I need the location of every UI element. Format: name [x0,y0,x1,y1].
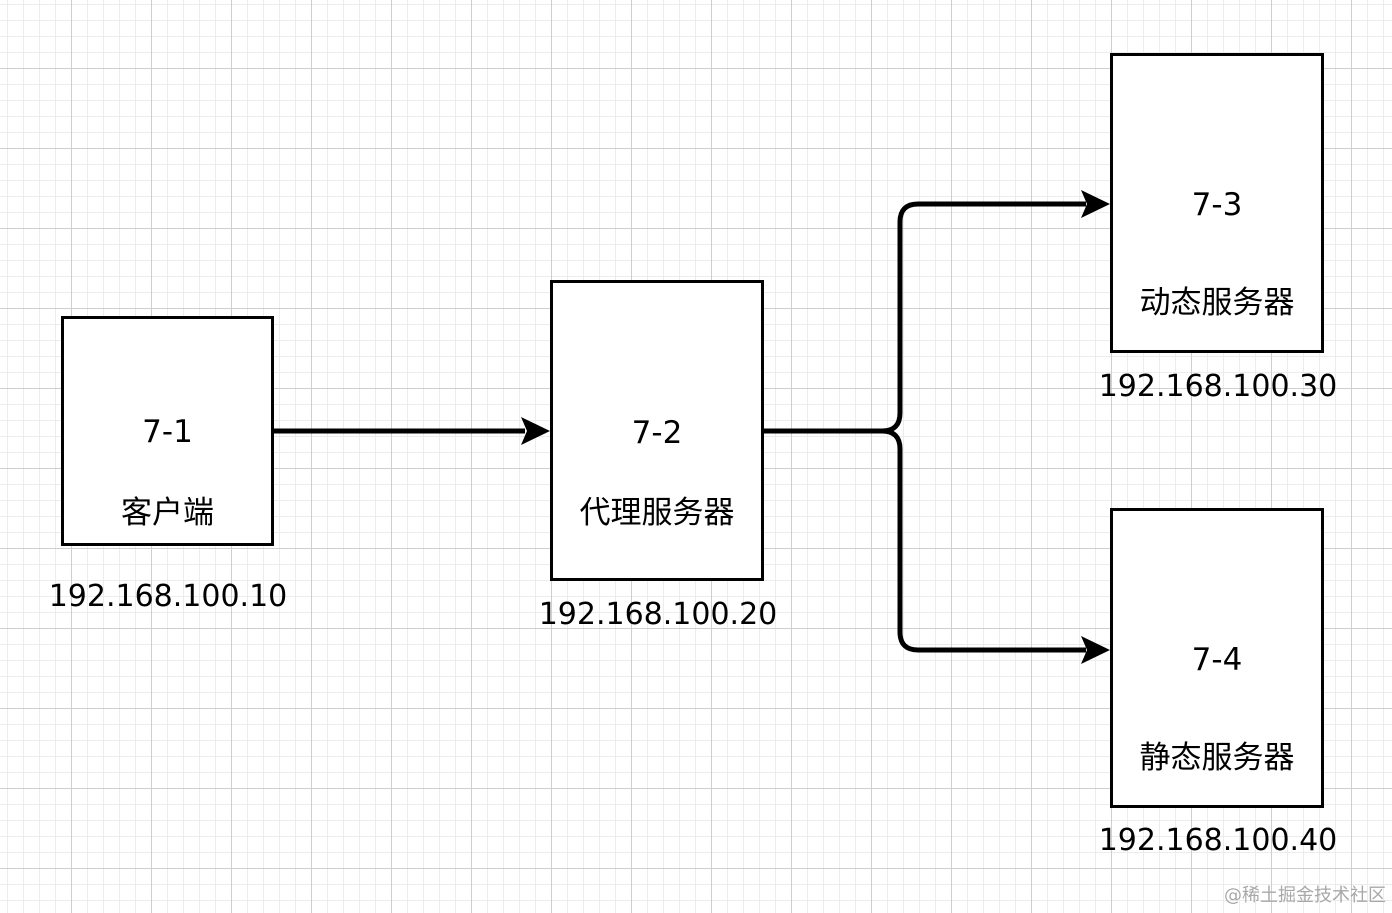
dynamic-server-node-id: 7-3 [1191,187,1243,223]
client-node: 7-1 客户端 [61,316,274,546]
static-server-ip-label: 192.168.100.40 [1098,823,1338,858]
proxy-node: 7-2 代理服务器 [550,280,764,581]
dynamic-server-ip-label: 192.168.100.30 [1098,369,1338,404]
static-server-node: 7-4 静态服务器 [1110,508,1324,808]
arrowhead-static [1081,636,1110,664]
static-server-node-id: 7-4 [1191,642,1243,678]
arrowhead-proxy [521,417,550,445]
watermark: @稀土掘金技术社区 [1224,885,1386,906]
static-server-node-label: 静态服务器 [1139,740,1295,776]
client-node-id: 7-1 [142,414,193,450]
proxy-node-id: 7-2 [631,415,683,451]
edge-proxy-to-static [881,428,1086,653]
client-node-label: 客户端 [121,495,214,531]
proxy-node-label: 代理服务器 [579,495,735,531]
proxy-ip-label: 192.168.100.20 [538,597,778,632]
dynamic-server-node-label: 动态服务器 [1139,285,1295,321]
client-ip-label: 192.168.100.10 [48,579,288,614]
edge-proxy-to-dynamic [764,201,1086,434]
dynamic-server-node: 7-3 动态服务器 [1110,53,1324,353]
arrowhead-dynamic [1081,190,1110,218]
